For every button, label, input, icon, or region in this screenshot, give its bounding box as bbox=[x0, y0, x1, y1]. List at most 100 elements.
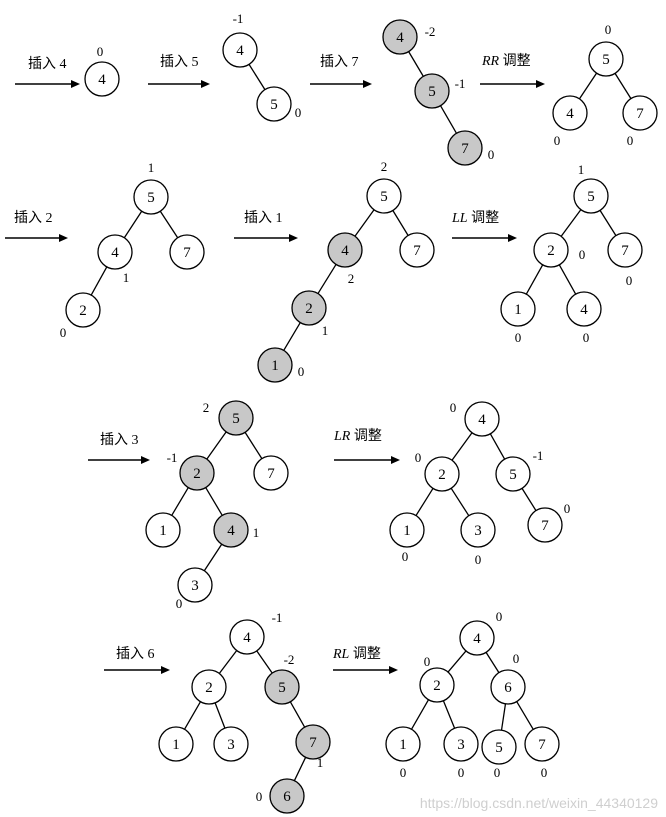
node-circle bbox=[443, 726, 479, 762]
balance-factor: 0 bbox=[176, 596, 183, 611]
node-value: 1 bbox=[159, 523, 167, 539]
tree-edge bbox=[123, 210, 143, 239]
node-circle bbox=[179, 455, 215, 491]
node-value: 4 bbox=[236, 43, 244, 59]
tree-edge bbox=[560, 209, 582, 237]
tree-edge bbox=[485, 652, 500, 673]
balance-factor: 0 bbox=[515, 330, 522, 345]
balance-factor: 0 bbox=[424, 654, 431, 669]
tree-edge bbox=[203, 543, 223, 572]
step-label: RL 调整 bbox=[332, 646, 381, 662]
node-circle bbox=[213, 512, 249, 548]
node-value: 3 bbox=[227, 737, 235, 753]
step-arrow: LL 调整 bbox=[451, 210, 517, 242]
step-label: LL 调整 bbox=[451, 210, 499, 226]
rotation-type: LL bbox=[451, 211, 468, 226]
node-value: 2 bbox=[438, 467, 446, 483]
tree-edge bbox=[525, 264, 544, 295]
tree-edge bbox=[248, 64, 266, 90]
tree-node: 20 bbox=[415, 450, 460, 492]
balance-factor: -1 bbox=[533, 448, 544, 463]
tree-edge bbox=[183, 701, 202, 730]
tree-edge bbox=[558, 264, 577, 295]
node-value: 3 bbox=[474, 523, 482, 539]
node-circle bbox=[97, 234, 133, 270]
tree-edge bbox=[293, 757, 307, 781]
arrow-head bbox=[201, 80, 210, 88]
tree-node: 7 bbox=[253, 455, 289, 491]
tree-edge bbox=[392, 210, 409, 236]
tree-node: 41 bbox=[97, 234, 133, 285]
node-circle bbox=[65, 292, 101, 328]
tree-edge bbox=[578, 72, 598, 100]
tree-node: 30 bbox=[443, 726, 479, 780]
node-value: 1 bbox=[399, 737, 407, 753]
tree-node: 60 bbox=[256, 778, 305, 814]
node-circle bbox=[327, 232, 363, 268]
balance-factor: 1 bbox=[123, 270, 130, 285]
node-circle bbox=[269, 778, 305, 814]
tree-edge bbox=[500, 703, 507, 731]
tree-edge bbox=[159, 210, 179, 239]
balance-factor: 2 bbox=[381, 159, 388, 174]
step-label: 插入 5 bbox=[160, 54, 199, 70]
tree-node: 10 bbox=[500, 291, 536, 345]
balance-factor: 0 bbox=[402, 549, 409, 564]
tree-edge bbox=[415, 488, 434, 516]
tree-edge bbox=[451, 432, 473, 461]
node-circle bbox=[169, 234, 205, 270]
tree-node: 70 bbox=[622, 95, 658, 148]
tree-node: 5-1 bbox=[414, 73, 465, 109]
step-action: 插入 3 bbox=[100, 432, 139, 448]
step-action: 调整 bbox=[468, 210, 500, 226]
node-circle bbox=[218, 400, 254, 436]
arrow-head bbox=[389, 666, 398, 674]
arrow-head bbox=[71, 80, 80, 88]
arrow-head bbox=[59, 234, 68, 242]
watermark-text: https://blog.csdn.net/weixin_44340129 bbox=[419, 795, 658, 811]
balance-factor: -1 bbox=[272, 610, 283, 625]
tree-node: 40 bbox=[566, 291, 602, 345]
node-circle bbox=[84, 61, 120, 97]
node-circle bbox=[366, 178, 402, 214]
step-label: 插入 7 bbox=[320, 54, 359, 70]
balance-factor: 0 bbox=[554, 133, 561, 148]
tree-node: 40 bbox=[450, 400, 500, 437]
tree-node: 5-1 bbox=[495, 448, 544, 492]
tree-node: 21 bbox=[291, 290, 328, 338]
balance-factor: 0 bbox=[605, 22, 612, 37]
tree-node: 51 bbox=[573, 162, 609, 214]
node-circle bbox=[481, 729, 517, 765]
tree-node: 70 bbox=[524, 726, 560, 780]
step-action: 插入 5 bbox=[160, 54, 199, 70]
balance-factor: 0 bbox=[627, 133, 634, 148]
balance-factor: 0 bbox=[513, 651, 520, 666]
node-value: 4 bbox=[227, 523, 235, 539]
tree-node: 1 bbox=[145, 512, 181, 548]
node-value: 5 bbox=[380, 189, 388, 205]
tree-edge bbox=[614, 73, 632, 99]
node-circle bbox=[588, 41, 624, 77]
tree-node: 50 bbox=[481, 729, 517, 780]
node-circle bbox=[213, 726, 249, 762]
node-value: 4 bbox=[580, 302, 588, 318]
node-circle bbox=[382, 19, 418, 55]
balance-factor: 0 bbox=[97, 44, 104, 59]
step-arrow: 插入 7 bbox=[310, 54, 372, 88]
node-value: 3 bbox=[457, 737, 465, 753]
node-circle bbox=[447, 130, 483, 166]
step-label: RR 调整 bbox=[481, 53, 531, 69]
tree-node: 7 bbox=[169, 234, 205, 270]
balance-factor: 0 bbox=[488, 147, 495, 162]
node-value: 2 bbox=[205, 680, 213, 696]
arrow-head bbox=[363, 80, 372, 88]
tree-node: 71 bbox=[295, 724, 331, 770]
node-value: 1 bbox=[271, 358, 279, 374]
step-arrow: 插入 4 bbox=[15, 56, 80, 88]
node-circle bbox=[533, 232, 569, 268]
tree-edge bbox=[516, 701, 534, 730]
balance-factor: 0 bbox=[579, 247, 586, 262]
node-circle bbox=[399, 232, 435, 268]
